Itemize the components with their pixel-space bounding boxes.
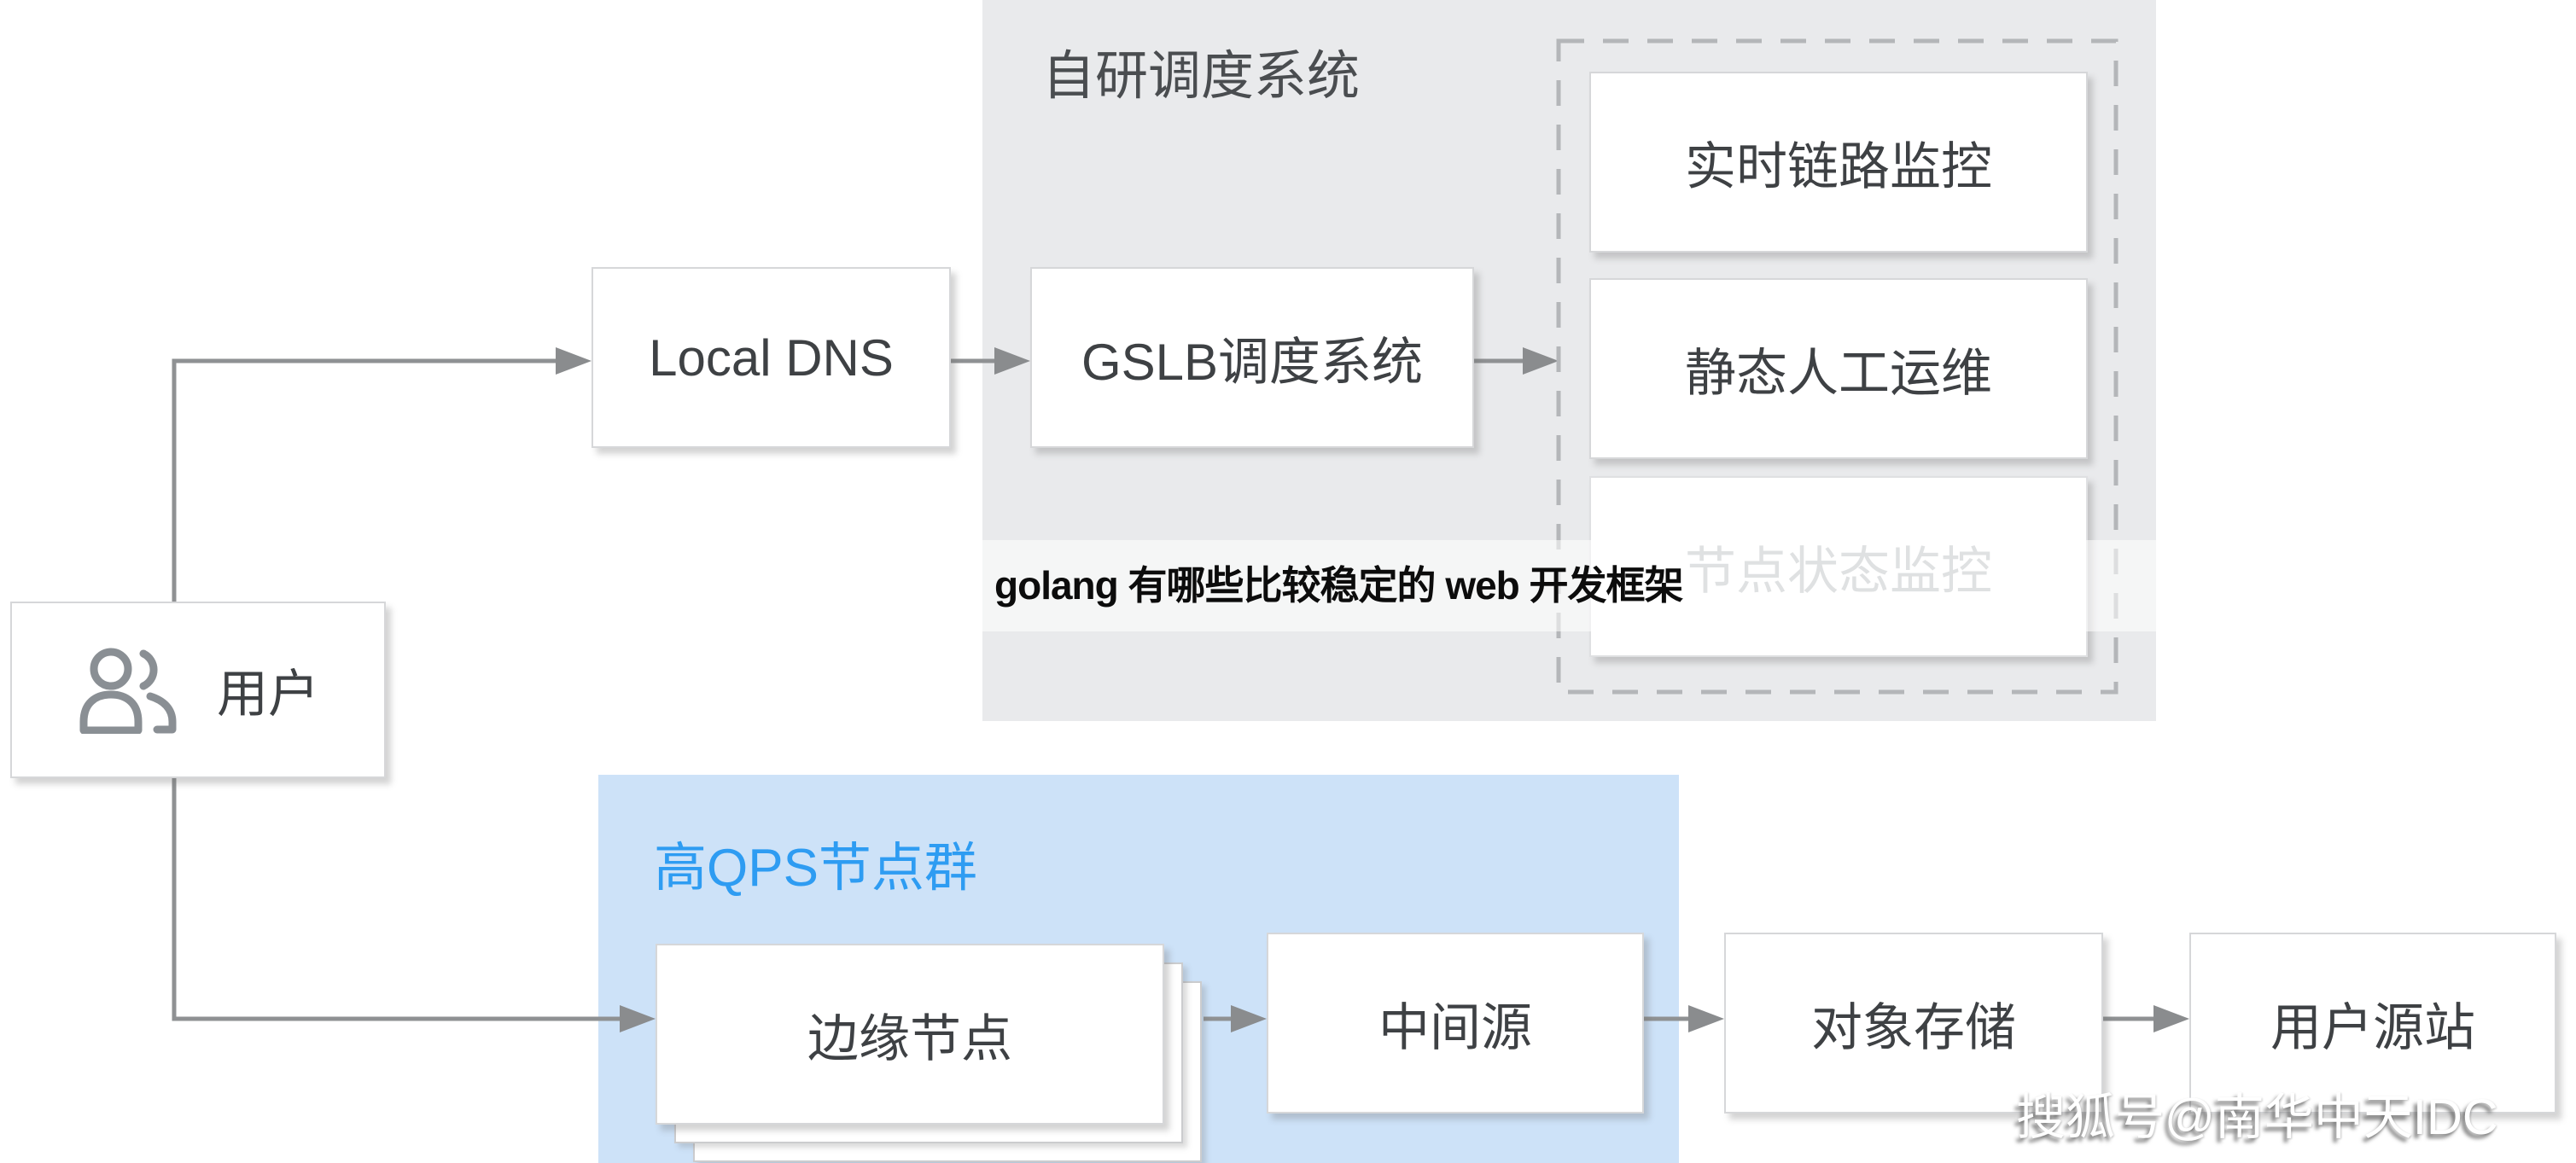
overlay-question-text: golang 有哪些比较稳定的 web 开发框架 [994, 563, 1684, 608]
gslb-label: GSLB调度系统 [1081, 333, 1424, 391]
watermark-text: 搜狐号@南华中天IDC [2016, 1090, 2498, 1145]
node-status-monitor-label: 节点状态监控 [1685, 542, 1992, 600]
local-dns-box: Local DNS [592, 267, 951, 448]
arrowhead-into-edge-node [620, 1005, 656, 1032]
realtime-link-monitor-box: 实时链路监控 [1589, 72, 2088, 253]
arrowhead-into-monitors [1523, 347, 1559, 375]
static-manual-ops-box: 静态人工运维 [1589, 278, 2088, 459]
edge-node-box: 边缘节点 [656, 944, 1164, 1125]
users-icon [77, 647, 181, 734]
qps-panel-title: 高QPS节点群 [654, 839, 977, 898]
edge-node-label: 边缘节点 [807, 1009, 1012, 1067]
object-storage-box: 对象存储 [1724, 933, 2103, 1114]
user-box: 用户 [10, 602, 386, 778]
gslb-box: GSLB调度系统 [1030, 267, 1474, 448]
scheduler-panel-title: 自研调度系统 [1042, 47, 1361, 106]
origin-site-box: 用户源站 [2189, 933, 2556, 1114]
monitor-group-dashed-border [1556, 38, 2118, 695]
arrowhead-into-origin-site [2153, 1005, 2189, 1032]
arrowhead-into-object-storage [1688, 1005, 1724, 1032]
arrowhead-into-gslb [994, 347, 1030, 375]
realtime-link-monitor-label: 实时链路监控 [1685, 137, 1992, 195]
origin-site-label: 用户源站 [2270, 998, 2475, 1056]
arrowhead-into-middle-source [1231, 1005, 1267, 1032]
middle-source-label: 中间源 [1378, 998, 1532, 1056]
static-manual-ops-label: 静态人工运维 [1685, 344, 1992, 402]
user-box-label: 用户 [217, 666, 319, 723]
middle-source-box: 中间源 [1267, 933, 1644, 1114]
local-dns-label: Local DNS [649, 329, 894, 387]
object-storage-label: 对象存储 [1811, 998, 2016, 1056]
arrowhead-into-local-dns [556, 347, 592, 375]
